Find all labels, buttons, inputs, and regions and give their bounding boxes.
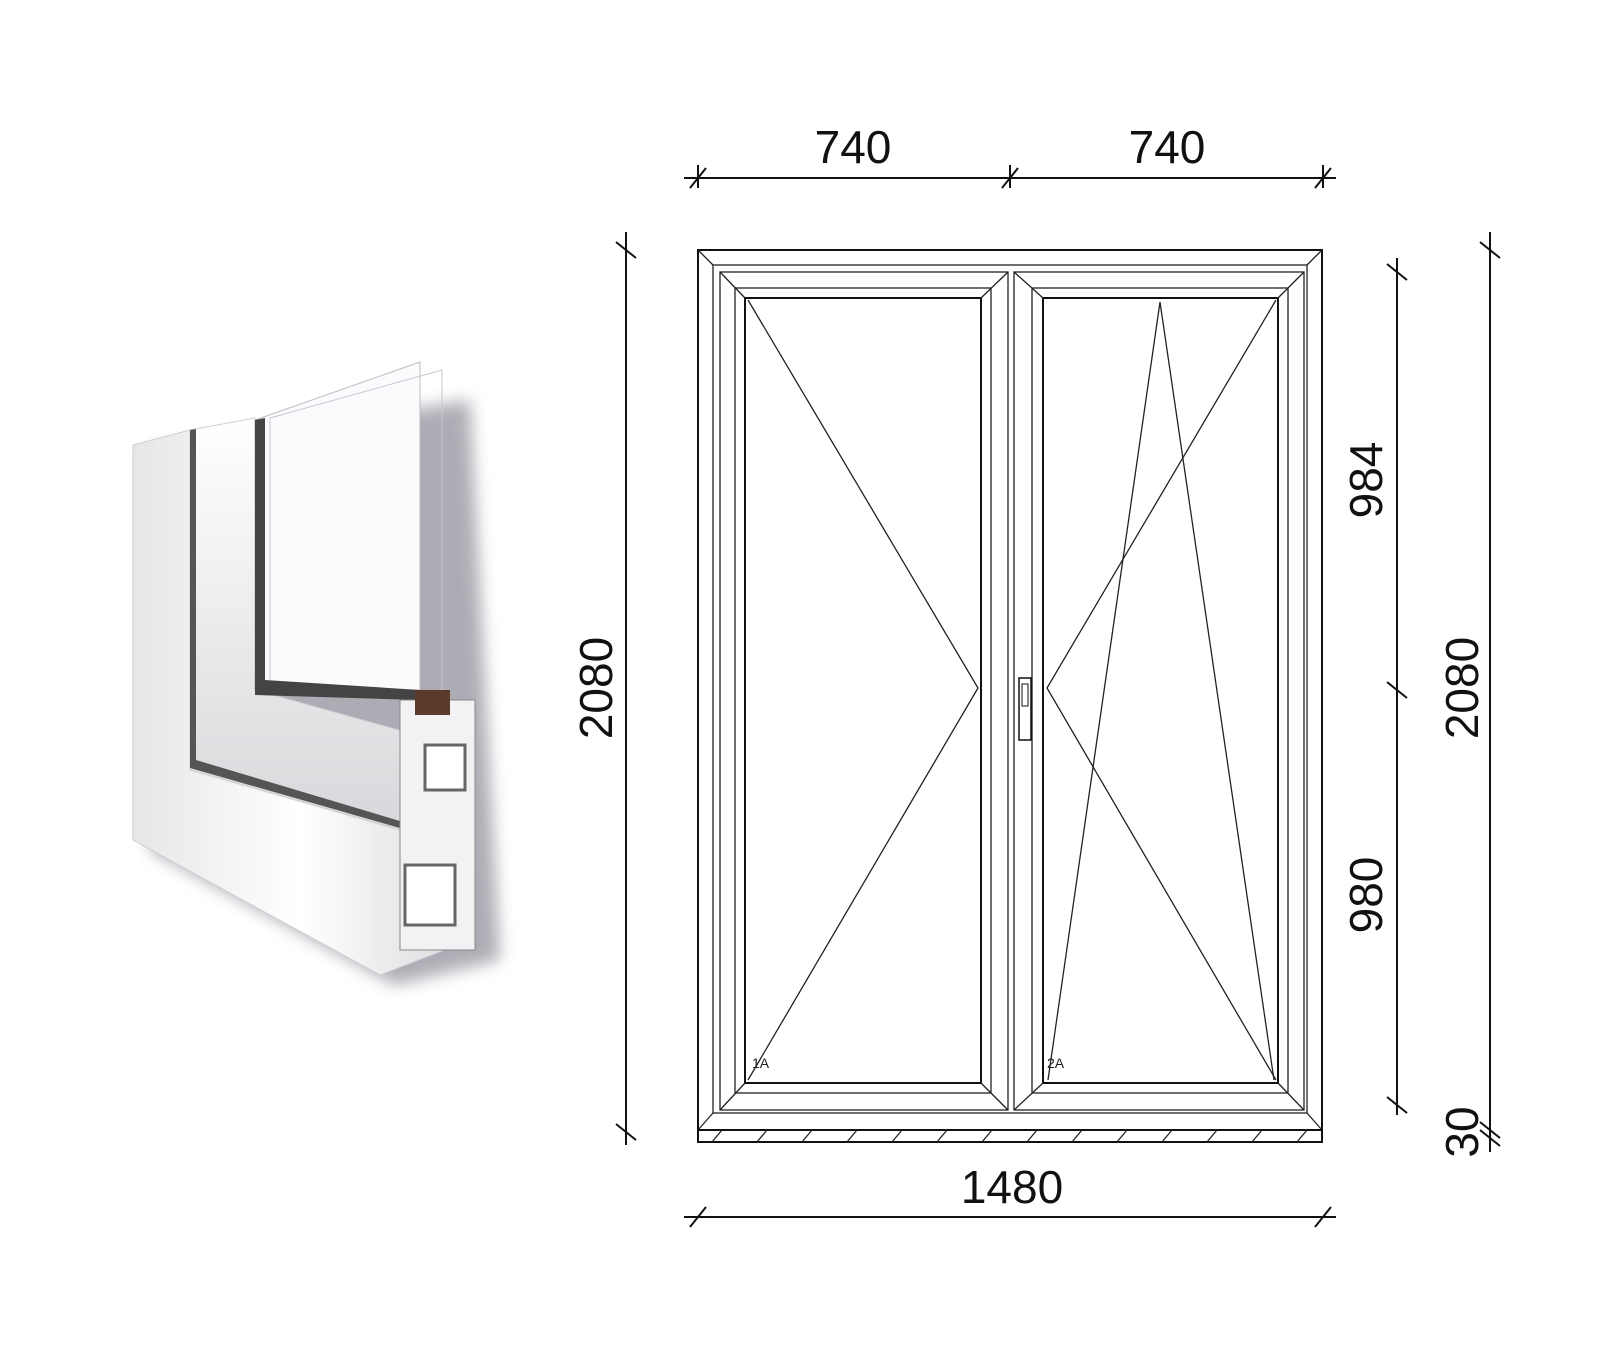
left-sash: 1A (719, 271, 1009, 1111)
window-handle (1018, 677, 1032, 741)
opening-direction-lines (1046, 299, 1277, 1081)
sill-hatch-line (936, 1129, 948, 1143)
dim-left-height: 2080 (570, 637, 622, 739)
sill-hatch-line (756, 1129, 768, 1143)
sill-hatch-line (846, 1129, 858, 1143)
sill-hatch-line (891, 1129, 903, 1143)
opening-direction-lines (747, 299, 979, 1081)
sash-label-right: 2A (1047, 1055, 1065, 1071)
sill-hatch-line (1251, 1129, 1263, 1143)
dim-upper-height: 984 (1340, 442, 1392, 519)
profile-cross-section-image (132, 361, 500, 985)
sill-hatch-line (711, 1129, 723, 1143)
sill-hatch-line (1026, 1129, 1038, 1143)
dim-sill-height: 30 (1436, 1106, 1488, 1157)
dim-top-left-width: 740 (815, 121, 892, 173)
sill-hatch-line (1161, 1129, 1173, 1143)
dim-top-right-width: 740 (1129, 121, 1206, 173)
sill-hatch-line (801, 1129, 813, 1143)
right-sash: 2A (1013, 271, 1305, 1111)
tilt-direction-lines (1047, 301, 1275, 1081)
dim-right-total-height: 2080 (1436, 637, 1488, 739)
sash-label-left: 1A (752, 1055, 770, 1071)
sill-hatch-line (1296, 1129, 1308, 1143)
dimension-lines (615, 165, 1501, 1228)
sill-hatch-line (1116, 1129, 1128, 1143)
dim-lower-height: 980 (1340, 857, 1392, 934)
sill-hatch-line (1071, 1129, 1083, 1143)
dim-total-width: 1480 (961, 1161, 1063, 1213)
sill (697, 1129, 1323, 1143)
sill-hatch-line (1206, 1129, 1218, 1143)
sill-hatch-line (981, 1129, 993, 1143)
window-frame (697, 249, 1323, 1143)
